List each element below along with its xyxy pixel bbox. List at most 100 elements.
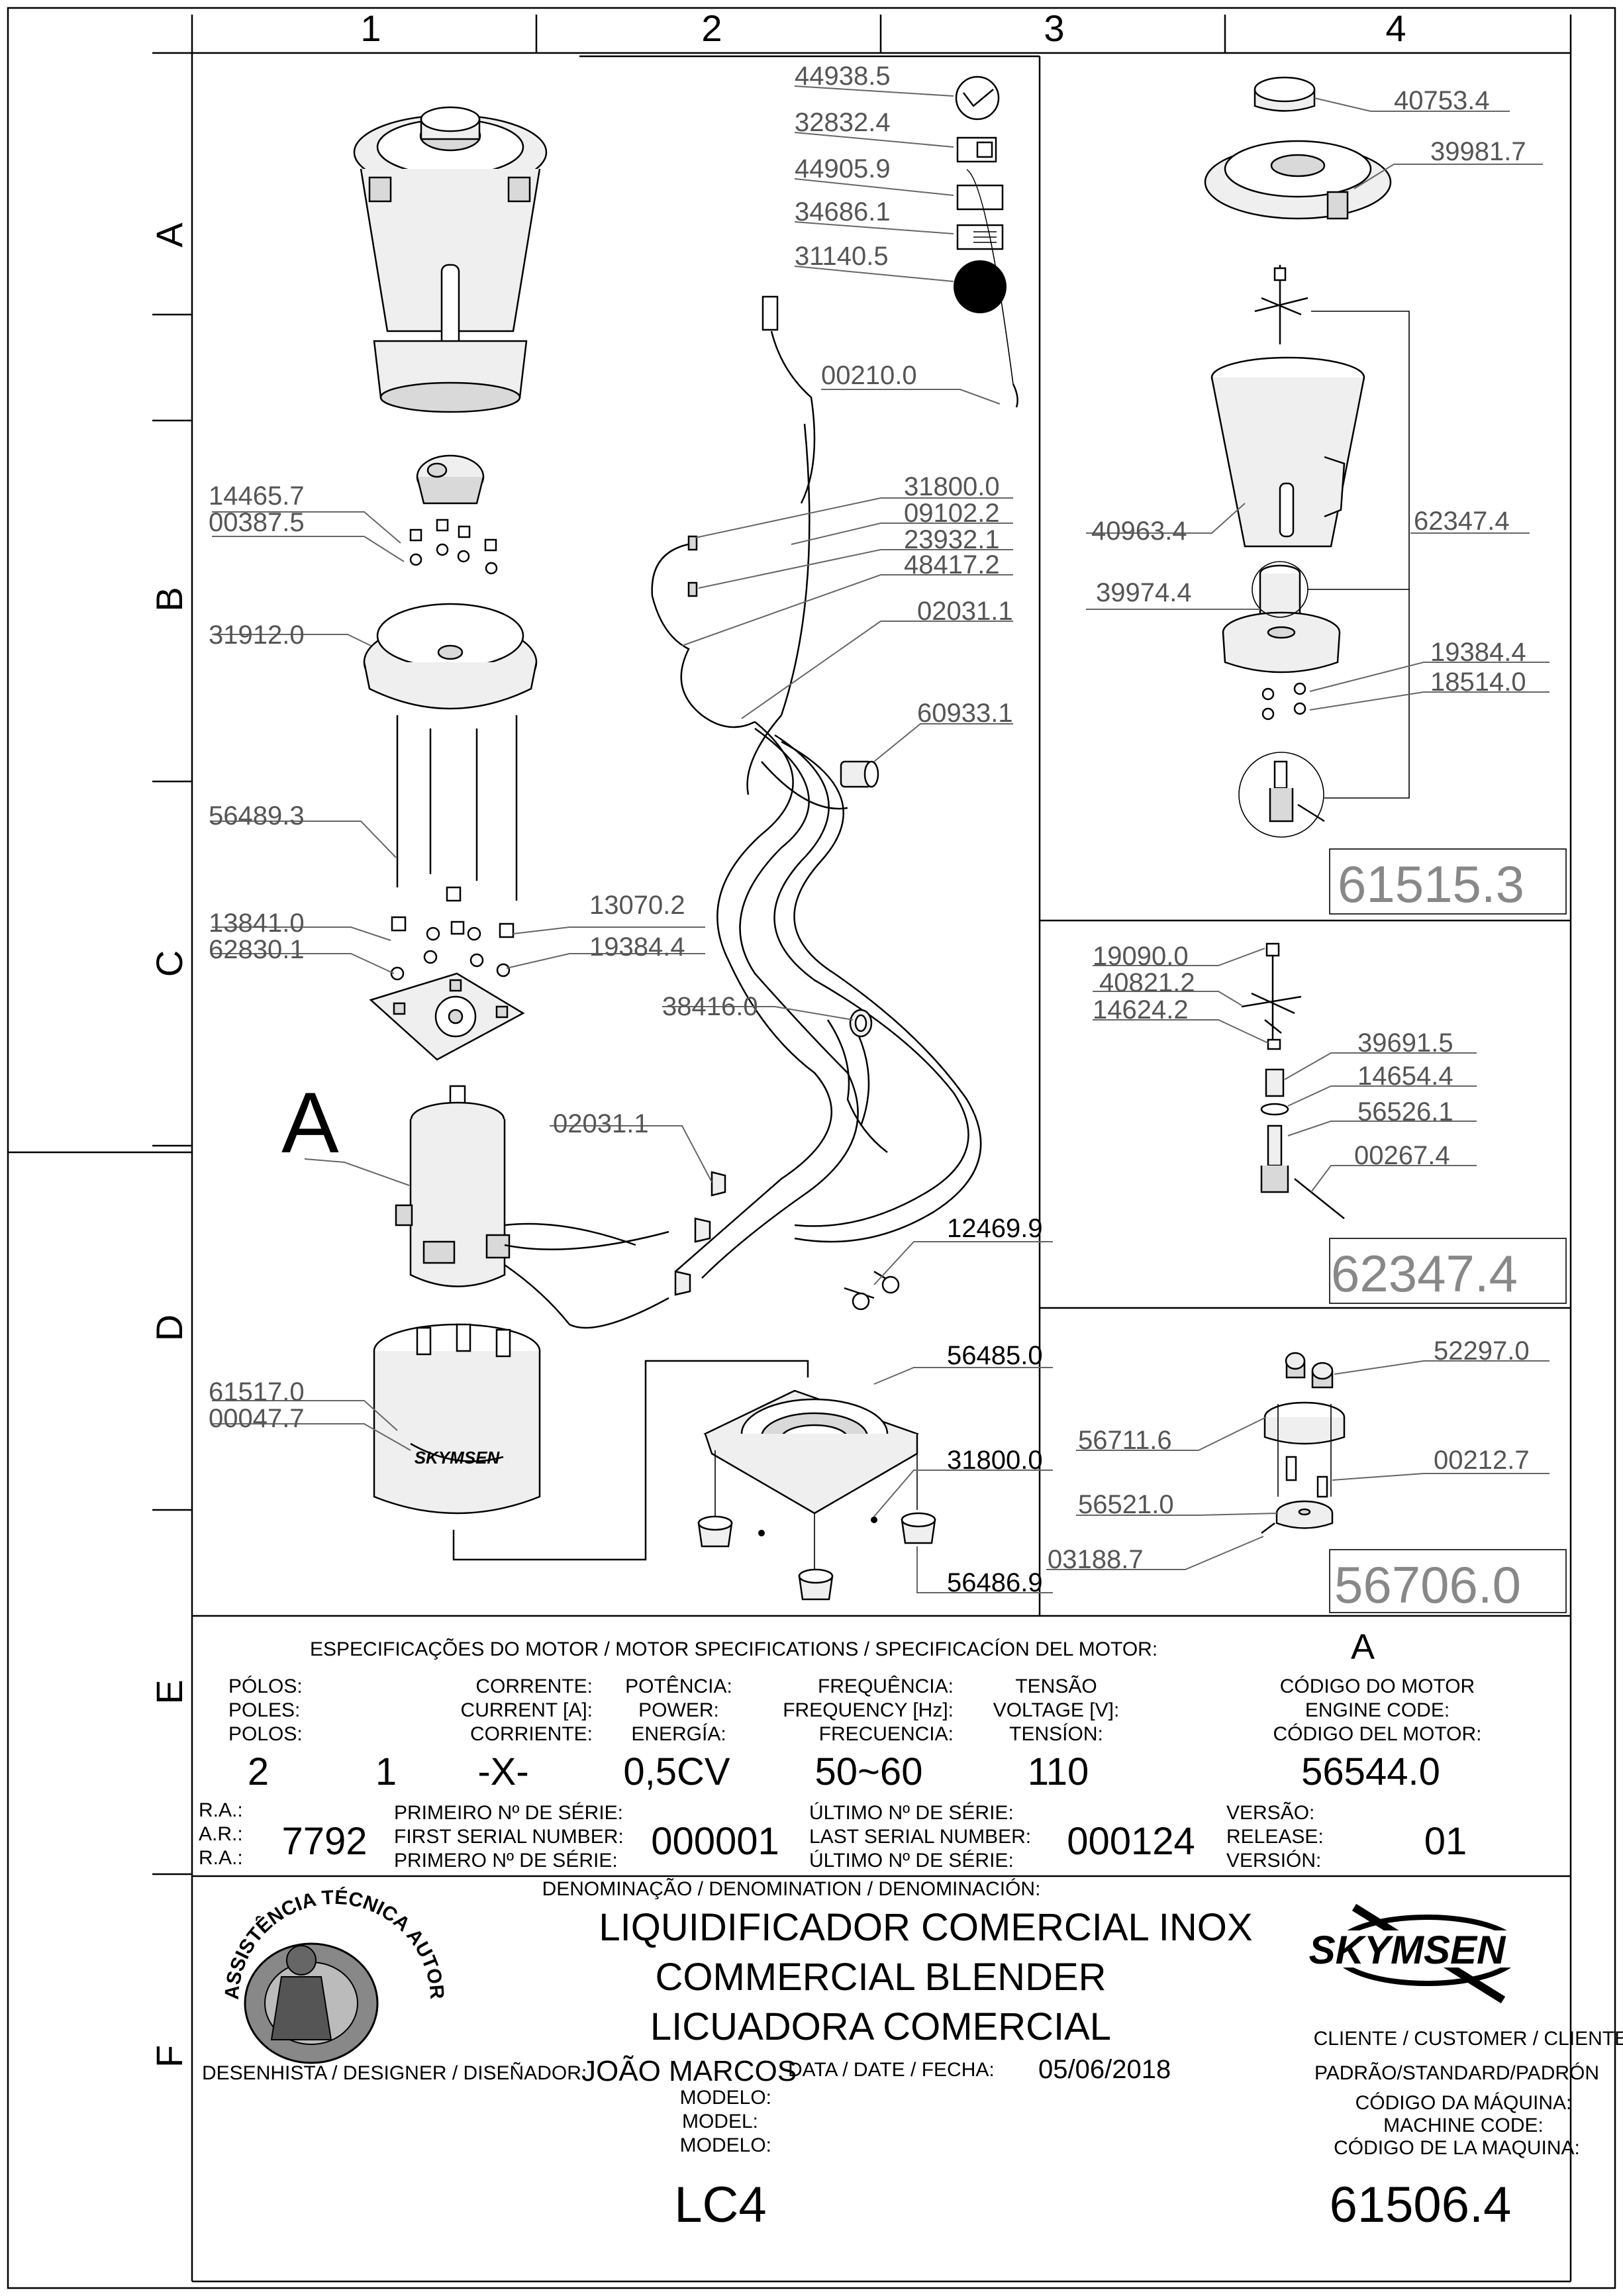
motor-spec-heading: ESPECIFICAÇÕES DO MOTOR / MOTOR SPECIFIC…: [310, 1638, 1157, 1660]
customer-label: CLIENTE / CUSTOMER / CLIENTE:: [1314, 2028, 1623, 2050]
callout-56711-6: 56711.6: [1078, 1426, 1172, 1455]
callout-40963-4: 40963.4: [1091, 517, 1187, 546]
callout-03188-7: 03188.7: [1048, 1545, 1144, 1574]
customer-value: PADRÃO/STANDARD/PADRÓN: [1314, 2062, 1599, 2084]
grid-row-a: A: [148, 223, 190, 248]
first-serial-label-en: FIRST SERIAL NUMBER:: [394, 1826, 624, 1848]
callout-00047-7: 00047.7: [209, 1404, 305, 1433]
mount-plate-drawing: [369, 886, 525, 1061]
callout-19384-4-b: 19384.4: [1430, 638, 1526, 667]
brand-logo-text: SKYMSEN: [1309, 1928, 1506, 1972]
callout-12469-9: 12469.9: [947, 1214, 1043, 1243]
callout-00212-7: 00212.7: [1434, 1446, 1530, 1475]
machine-code-value: 61506.4: [1330, 2177, 1512, 2233]
cup-drawing: [1210, 356, 1365, 548]
drive-assembly-drawing: [1261, 1352, 1346, 1534]
assembly-box-2: 62347.4: [1329, 1238, 1567, 1304]
callout-13070-2: 13070.2: [589, 891, 685, 920]
motor-specifications: ESPECIFICAÇÕES DO MOTOR / MOTOR SPECIFIC…: [228, 1627, 1482, 1793]
feet-drawing: [697, 1450, 936, 1601]
lid-cap-drawing: [1254, 76, 1316, 112]
machine-code-label-es: CÓDIGO DE LA MAQUINA:: [1334, 2137, 1580, 2159]
cable-gland-drawing: [840, 760, 879, 788]
release-label-pt: VERSÃO:: [1226, 1801, 1314, 1824]
engine-code-label-en: ENGINE CODE:: [1305, 1699, 1450, 1721]
grid-row-f: F: [148, 2045, 190, 2068]
callout-34686-1: 34686.1: [795, 197, 891, 226]
connectors-drawing: [674, 1171, 726, 1296]
blade-drawing: [1254, 265, 1308, 344]
screw-12469-drawing: [844, 1270, 900, 1311]
engine-code-value: 56544.0: [1301, 1750, 1440, 1793]
jar-drawing: [353, 106, 548, 413]
callout-31140-5: 31140.5: [795, 242, 889, 271]
callout-31800-0-a: 31800.0: [904, 472, 1000, 501]
current-value: 1: [375, 1750, 397, 1793]
product-name-pt: LIQUIDIFICADOR COMERCIAL INOX: [599, 1906, 1252, 1949]
frequency-label-es: FRECUENCIA:: [819, 1723, 954, 1745]
skymsen-logo: SKYMSEN: [1278, 1903, 1543, 2004]
callout-60933-1: 60933.1: [917, 699, 1013, 728]
detail-circles: [1238, 311, 1410, 838]
wiring-drawing: [651, 169, 1014, 1279]
poles-label-es: POLOS:: [228, 1723, 303, 1745]
callout-39974-4: 39974.4: [1096, 578, 1192, 607]
callout-00210-0: 00210.0: [821, 361, 917, 390]
power-label-en: POWER:: [638, 1699, 719, 1721]
assembly-code-56706-0: 56706.0: [1334, 1556, 1521, 1614]
frequency-label-pt: FREQUÊNCIA:: [818, 1675, 954, 1697]
assembly-code-62347-4: 62347.4: [1331, 1244, 1518, 1303]
model-label-pt: MODELO:: [680, 2087, 771, 2109]
release-label-en: RELEASE:: [1226, 1826, 1324, 1848]
callout-18514-0: 18514.0: [1430, 668, 1526, 697]
ra-label-1: R.A.:: [199, 1799, 243, 1821]
machine-code-label-pt: CÓDIGO DA MÁQUINA:: [1355, 2092, 1572, 2114]
release-value: 01: [1424, 1820, 1467, 1863]
designer-label: DESENHISTA / DESIGNER / DISEÑADOR:: [202, 2062, 587, 2084]
upper-housing-drawing: [363, 603, 538, 710]
date-value: 05/06/2018: [1038, 2055, 1171, 2084]
callout-44905-9: 44905.9: [795, 154, 891, 183]
poles-label-pt: PÓLOS:: [228, 1675, 303, 1697]
callout-00267-4: 00267.4: [1354, 1141, 1450, 1170]
poles-label-en: POLES:: [228, 1699, 300, 1721]
cup-base-drawing: [1222, 564, 1341, 721]
callout-62347-4: 62347.4: [1414, 507, 1510, 536]
lid-drawing: [1204, 140, 1392, 220]
base-cover-drawing: SKYMSEN: [373, 1323, 541, 1515]
callout-19384-4-a: 19384.4: [589, 932, 685, 962]
current-label-pt: CORRENTE:: [475, 1675, 593, 1697]
callout-44938-5: 44938.5: [795, 62, 891, 91]
callout-09102-2: 09102.2: [904, 499, 1000, 528]
last-serial-label-en: LAST SERIAL NUMBER:: [809, 1826, 1031, 1848]
callout-19090-0: 19090.0: [1093, 942, 1189, 971]
voltage-label-en: VOLTAGE [V]:: [993, 1699, 1120, 1721]
callout-39691-5: 39691.5: [1357, 1028, 1453, 1058]
screws-top: [409, 519, 498, 575]
callout-52297-0: 52297.0: [1434, 1336, 1530, 1366]
label-icons: [954, 75, 1007, 313]
engine-code-label-es: CÓDIGO DEL MOTOR:: [1273, 1723, 1481, 1745]
callout-32832-4: 32832.4: [795, 108, 891, 137]
callout-56489-3: 56489.3: [209, 801, 305, 830]
title-block: DESENHISTA / DESIGNER / DISEÑADOR: JOÃO …: [202, 2028, 1623, 2233]
designer-value: JOÃO MARCOS: [581, 2054, 797, 2087]
motor-callout-letter: A: [281, 1074, 339, 1171]
callout-31912-0: 31912.0: [209, 621, 305, 650]
current-label-en: CURRENT [A]:: [461, 1699, 593, 1721]
model-label-en: MODEL:: [682, 2111, 758, 2132]
callout-38416-0: 38416.0: [662, 992, 758, 1021]
model-label-es: MODELO:: [680, 2134, 771, 2156]
ra-value: 7792: [281, 1820, 367, 1863]
callout-02031-1-b: 02031.1: [553, 1109, 649, 1138]
callout-00387-5: 00387.5: [209, 508, 305, 537]
voltage-label-es: TENSÍON:: [1009, 1723, 1103, 1745]
frequency-label-en: FREQUENCY [Hz]:: [783, 1699, 954, 1721]
grid-col-2: 2: [701, 7, 722, 49]
machine-code-label-en: MACHINE CODE:: [1383, 2115, 1544, 2136]
motor-drawing: [395, 1085, 669, 1329]
callout-40753-4: 40753.4: [1394, 86, 1490, 115]
poles-value: 2: [248, 1750, 269, 1793]
base-cover-brand-decal: SKYMSEN: [415, 1448, 501, 1468]
